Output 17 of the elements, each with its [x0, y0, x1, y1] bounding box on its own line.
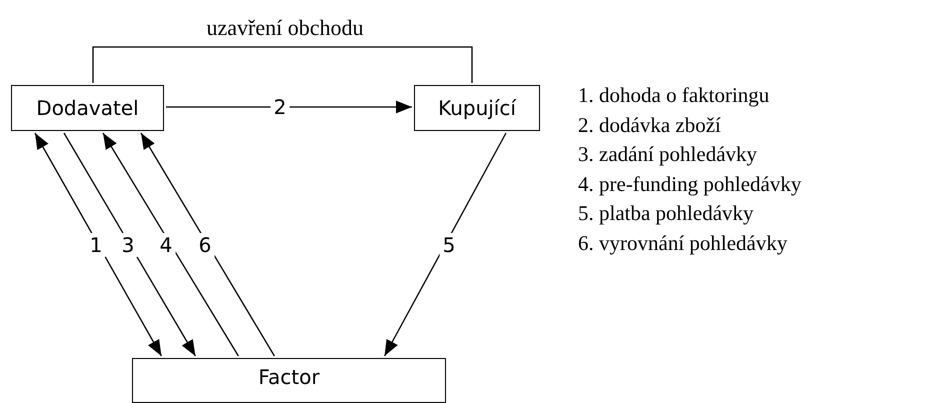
edge-label: uzavření obchodu [206, 15, 364, 41]
legend-note: 1. dohoda o faktoringu [578, 83, 770, 108]
arrow [34, 132, 162, 356]
arrow [384, 132, 507, 356]
entity-box: Factor [132, 358, 446, 403]
legend-note: 3. zadání pohledávky [578, 142, 758, 167]
legend-note: 4. pre-funding pohledávky [578, 172, 802, 196]
arrow [140, 132, 275, 356]
connector-line [92, 46, 473, 83]
arrow [63, 132, 196, 356]
legend-note: 6. vyrovnání pohledávky [578, 230, 788, 256]
arrow [166, 100, 412, 114]
arrow [102, 132, 239, 356]
legend-note: 5. platba pohledávky [578, 201, 754, 226]
legend-note: 2. dodávka zboží [578, 112, 721, 138]
entity-box: Dodavatel [11, 85, 164, 131]
entity-box: Kupující [414, 85, 540, 131]
